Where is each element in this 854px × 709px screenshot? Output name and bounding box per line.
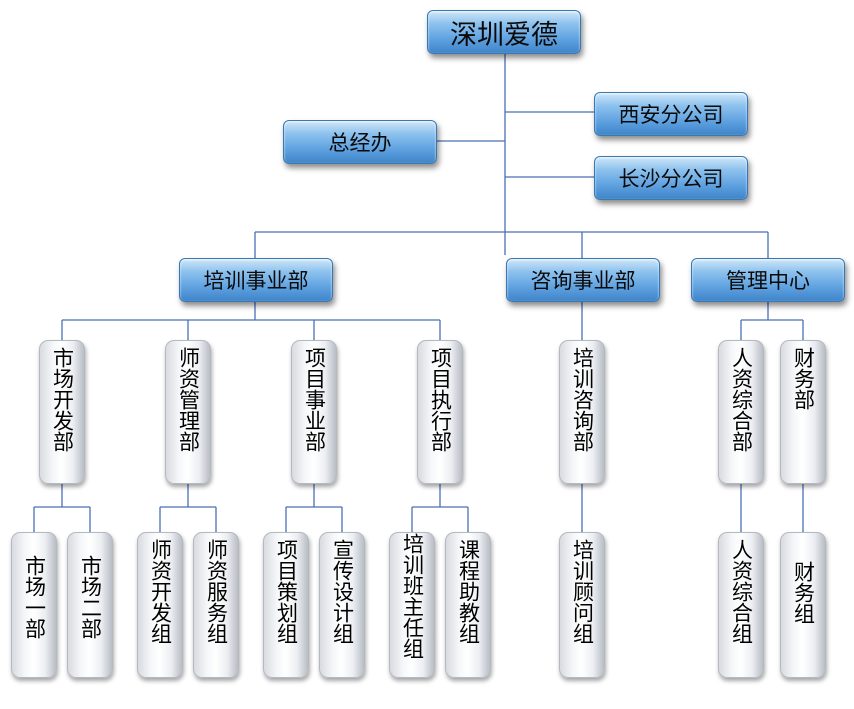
node-project-planning: 项目策划组	[263, 532, 309, 678]
node-hr-admin: 人资综合部	[718, 340, 764, 484]
node-label: 培训班主任组	[400, 533, 425, 659]
node-label: 市场开发部	[50, 347, 75, 452]
node-label: 项目策划组	[274, 539, 299, 644]
node-management-center: 管理中心	[691, 258, 845, 302]
node-general-office: 总经办	[283, 120, 437, 164]
node-label: 师资开发组	[148, 539, 173, 644]
node-faculty-service: 师资服务组	[193, 532, 239, 678]
node-hr-admin-group: 人资综合组	[718, 532, 764, 678]
node-faculty-development: 师资开发组	[137, 532, 183, 678]
node-class-teacher: 培训班主任组	[389, 532, 435, 678]
node-finance-dept: 财务部	[780, 340, 826, 484]
node-xian-branch: 西安分公司	[594, 92, 748, 136]
node-label: 师资服务组	[204, 539, 229, 644]
node-market-two: 市场二部	[67, 532, 113, 678]
node-finance-group: 财务组	[780, 532, 826, 678]
node-market-development: 市场开发部	[39, 340, 85, 484]
node-project-business: 项目事业部	[291, 340, 337, 484]
node-faculty-management: 师资管理部	[165, 340, 211, 484]
node-course-assistant: 课程助教组	[445, 532, 491, 678]
node-label: 市场二部	[78, 555, 103, 639]
node-label: 宣传设计组	[330, 539, 355, 644]
node-label: 项目执行部	[428, 347, 453, 452]
node-label: 财务组	[791, 561, 816, 624]
node-label: 项目事业部	[302, 347, 327, 452]
node-training-division: 培训事业部	[179, 258, 333, 302]
node-label: 人资综合部	[729, 347, 754, 452]
node-promo-design: 宣传设计组	[319, 532, 365, 678]
node-label: 课程助教组	[456, 539, 481, 644]
node-project-execution: 项目执行部	[417, 340, 463, 484]
node-root: 深圳爱德	[427, 10, 581, 54]
node-training-consulting: 培训咨询部	[559, 340, 605, 484]
node-label: 人资综合组	[729, 539, 754, 644]
node-changsha-branch: 长沙分公司	[594, 156, 748, 200]
node-market-one: 市场一部	[11, 532, 57, 678]
node-label: 财务部	[791, 347, 816, 410]
node-label: 培训咨询部	[570, 347, 595, 452]
node-label: 市场一部	[22, 555, 47, 639]
node-label: 培训顾问组	[570, 539, 595, 644]
node-label: 师资管理部	[176, 347, 201, 452]
node-consulting-division: 咨询事业部	[506, 258, 660, 302]
node-training-advisor: 培训顾问组	[559, 532, 605, 678]
